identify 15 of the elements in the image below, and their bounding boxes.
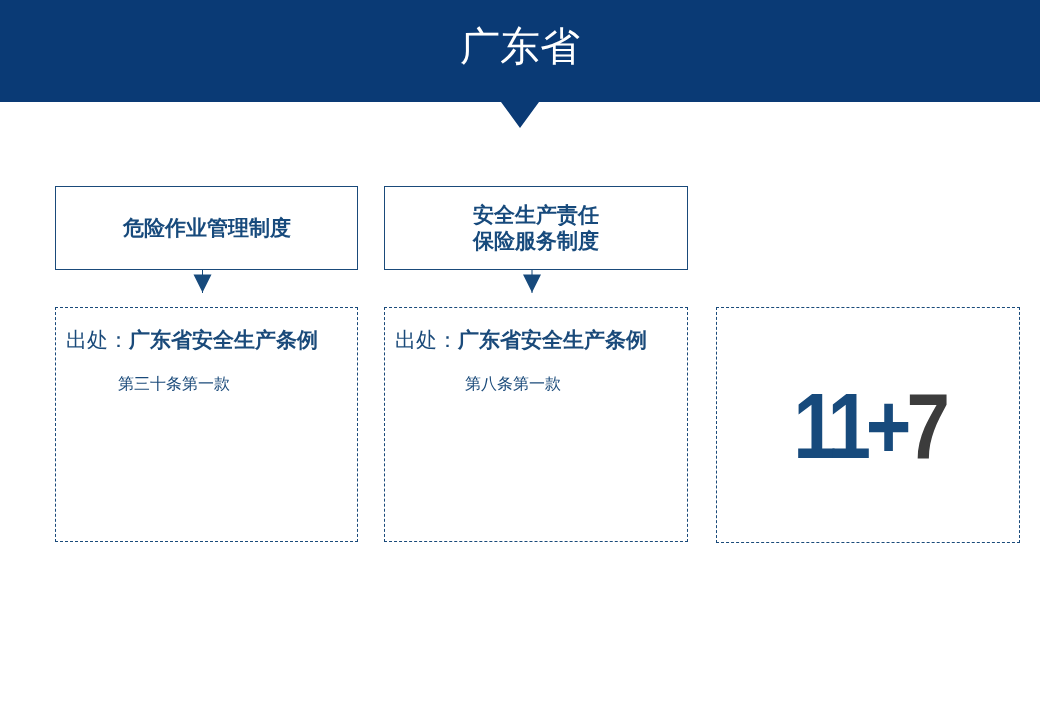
arrow — [523, 269, 541, 294]
arrow — [193, 269, 212, 294]
source-text: 出处：广东省安全生产条例 — [66, 327, 318, 354]
dashed-box — [55, 307, 358, 542]
source-text: 出处：广东省安全生产条例 — [395, 327, 647, 354]
dashed-box — [716, 307, 1020, 543]
process-box — [55, 186, 358, 270]
article-text: 第三十条第一款 — [118, 374, 230, 395]
box-heading: 安全生产责任保险服务制度 — [471, 202, 600, 254]
process-box — [384, 186, 688, 270]
title: 广东省 — [460, 23, 580, 69]
box-heading: 危险作业管理制度 — [122, 215, 291, 241]
big-number: 11+7 — [793, 380, 945, 472]
article-text: 第八条第一款 — [465, 374, 561, 395]
dashed-box — [384, 307, 688, 542]
